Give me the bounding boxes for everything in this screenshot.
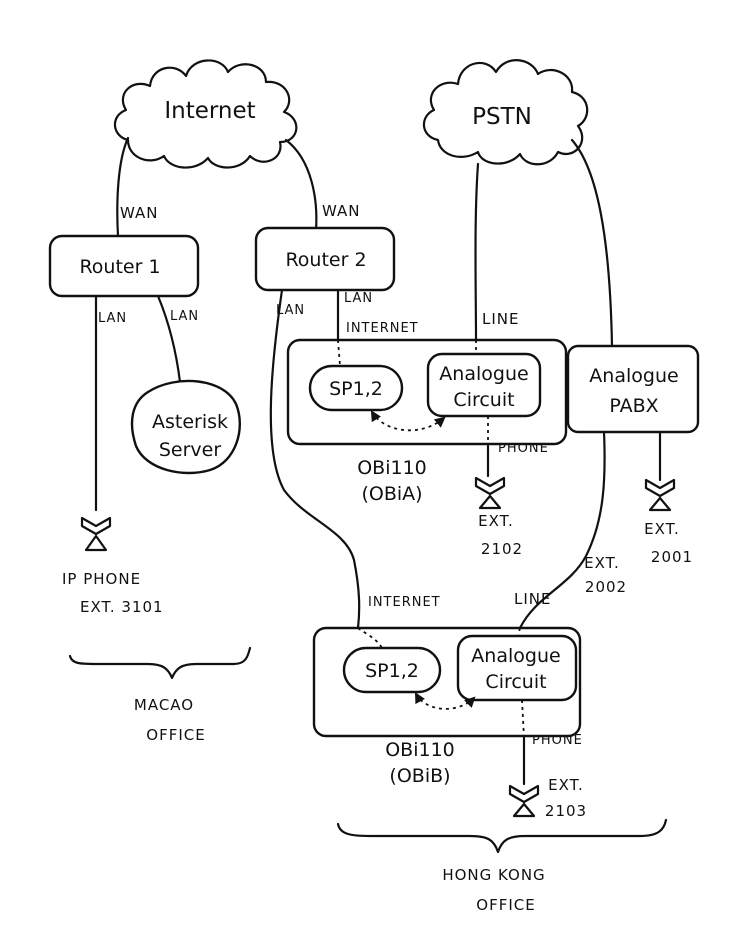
pstn-line-pabx [570,138,614,348]
pabx-line-obib [518,430,606,630]
obib-circuit-label-1: Analogue [471,645,560,667]
ext2002-label-1: EXT. [584,554,620,572]
obia-circuit-label-2: Circuit [453,389,514,411]
pstn-line-obia [474,162,480,342]
hk-office-label-2: OFFICE [476,896,535,914]
internet-label: Internet [164,98,255,124]
router2-lan-label-b: LAN [344,291,373,306]
router1-lan-label-a: LAN [98,311,127,326]
wan-label-2: WAN [322,202,361,220]
wan-label-1: WAN [120,204,159,222]
asterisk-label-2: Server [159,439,221,461]
obia-device: SP1,2 Analogue Circuit [286,338,568,446]
obia-internet-label: INTERNET [346,321,419,336]
obia-name-2: (OBiA) [361,483,422,505]
lan-line-obib [269,288,361,630]
ext2002-label-2: 2002 [585,578,627,596]
ext2103-label-2: 2103 [545,802,587,820]
ip-phone-label-2: EXT. 3101 [80,598,164,616]
macao-brace [68,646,252,680]
obib-name-1: OBi110 [385,739,455,761]
obia-sp-label: SP1,2 [329,378,383,400]
analogue-pabx: Analogue PABX [566,344,700,434]
asterisk-label-1: Asterisk [152,411,228,433]
obia-name-1: OBi110 [357,457,427,479]
obib-internet-label: INTERNET [368,595,441,610]
hk-office-label-1: HONG KONG [442,866,545,884]
ext2103-label-1: EXT. [548,776,584,794]
connections [94,136,662,786]
obib-sp-label: SP1,2 [365,660,419,682]
internet-cloud: Internet [113,59,298,169]
ext2001-label-2: 2001 [651,548,693,566]
obia-line-label: LINE [482,310,519,328]
obia-sp-pill [308,364,404,412]
router2: Router 2 [254,226,396,292]
macao-office-label-1: MACAO [134,696,194,714]
wan-line-router2 [284,138,318,232]
router2-label: Router 2 [285,249,366,271]
hong-kong-brace [336,818,668,854]
ext2001-label-1: EXT. [644,520,680,538]
ip-phone-label-1: IP PHONE [62,570,141,588]
obia-circuit-box [426,352,542,418]
obib-name-2: (OBiB) [389,765,450,787]
ext2102-label-1: EXT. [478,512,514,530]
pabx-label-1: Analogue [589,365,678,387]
phone-icon [80,516,112,552]
obia-circuit-label-1: Analogue [439,363,528,385]
phone-icon [644,478,676,512]
obib-circuit-label-2: Circuit [485,671,546,693]
asterisk-server: Asterisk Server [130,379,241,475]
lan-line-asterisk [156,294,182,384]
router1-label: Router 1 [79,256,160,278]
router1-lan-label-b: LAN [170,309,199,324]
obib-line-label: LINE [514,590,551,608]
pabx-label-2: PABX [609,395,658,417]
phone-icon [508,784,540,818]
phone-icon [474,476,506,510]
wan-line-router1 [116,136,130,238]
ext2102-label-2: 2102 [481,540,523,558]
router1: Router 1 [48,234,200,298]
obib-sp-pill [342,646,442,694]
obib-device: SP1,2 Analogue Circuit [312,626,582,739]
router2-lan-label-a: LAN [276,303,305,318]
pstn-cloud: PSTN [422,59,589,166]
pstn-label: PSTN [472,104,532,130]
obib-circuit-box [456,634,578,702]
macao-office-label-2: OFFICE [146,726,205,744]
